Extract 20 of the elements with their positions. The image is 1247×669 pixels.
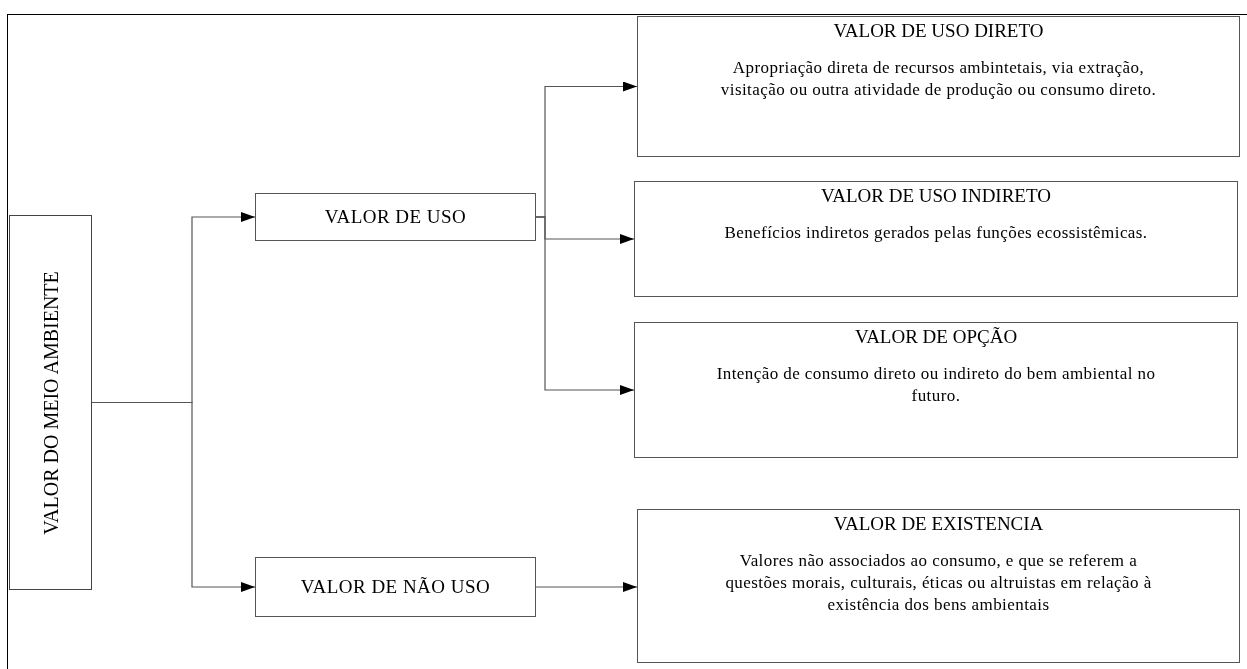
node-description: Intenção de consumo direto ou indireto do bem ambiental no futuro. [715,363,1157,407]
node-title: VALOR DE USO [324,204,467,229]
value-box [637,509,1240,663]
category-box [255,557,536,617]
value-box [634,181,1238,297]
value-box [634,322,1238,458]
node-title: VALOR DE USO DIRETO [833,19,1044,43]
arrow [535,582,638,592]
node-description: Valores não associados ao consumo, e que se referem a questões morais, culturais, éticas ou altruistas em relação à existência dos bens ambientais [724,550,1153,616]
node-title: VALOR DO MEIO AMBIENTE [38,270,63,535]
node-title: VALOR DE USO INDIRETO [821,184,1051,208]
node-title: VALOR DE EXISTENCIA [833,512,1044,536]
value-box [637,16,1240,157]
arrow [535,216,635,395]
node-title: VALOR DE NÃO USO [300,574,491,599]
root-box [9,215,92,590]
node-description: Apropriação direta de recursos ambintetais, via extração, visitação ou outra atividade de produção ou consumo direto. [719,57,1158,101]
node-title: VALOR DE OPÇÃO [854,325,1018,349]
node-description: Benefícios indiretos gerados pelas funções ecossistêmicas. [724,222,1148,244]
category-box [255,193,536,241]
